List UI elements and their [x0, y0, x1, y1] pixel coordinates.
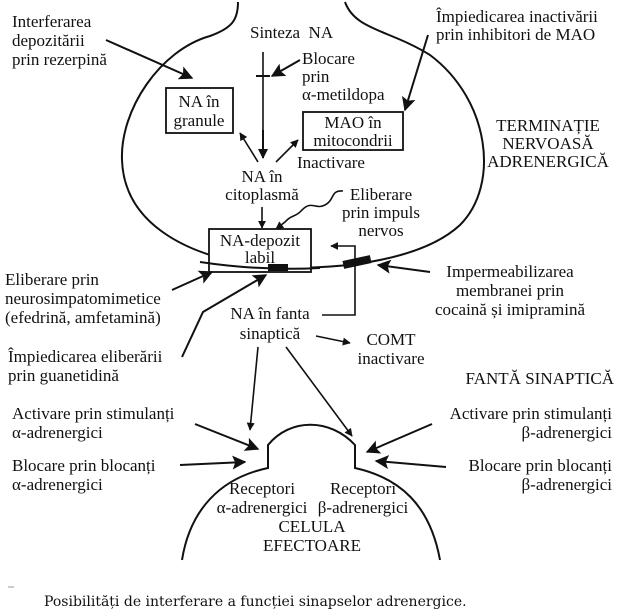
svg-text:neurosimpatomimetice: neurosimpatomimetice: [5, 289, 161, 308]
svg-text:TERMINAȚIE: TERMINAȚIE: [496, 116, 600, 135]
reserpine-arrow: [105, 39, 194, 80]
svg-text:Blocare: Blocare: [302, 49, 355, 68]
methyldopa-label: Blocare prin α-metildopa: [302, 49, 385, 104]
svg-text:citoplasmă: citoplasmă: [225, 185, 299, 204]
cleft-to-beta-arrow: [285, 346, 353, 437]
sympathomimetic-arrow: [171, 270, 214, 291]
reserpine-label: Interferarea depozitării prin rezerpină: [12, 12, 107, 69]
alpha-receptors-label: Receptori α-adrenergici: [217, 479, 308, 517]
cytoplasm-to-granules-arrow: [239, 132, 259, 163]
svg-text:NA în: NA în: [178, 92, 220, 111]
svg-text:MAO în: MAO în: [324, 113, 382, 132]
effector-cell-region-label: CELULA EFECTOARE: [263, 517, 361, 555]
mao-inhibitors-label: Împiedicarea inactivării prin inhibitori…: [436, 7, 598, 44]
svg-text:Activare prin stimulanți: Activare prin stimulanți: [450, 404, 613, 423]
svg-text:α-metildopa: α-metildopa: [302, 85, 385, 104]
reuptake-channel: [342, 255, 372, 269]
svg-text:Eliberare: Eliberare: [350, 185, 412, 204]
synaptic-cleft-region-label: FANTĂ SINAPTICĂ: [466, 369, 615, 388]
svg-text:prin: prin: [302, 67, 330, 86]
svg-text:NERVOASĂ: NERVOASĂ: [502, 134, 594, 153]
na-granules-label: NA în granule: [174, 92, 225, 130]
reuptake-path: [322, 242, 356, 316]
svg-text:Receptori: Receptori: [330, 479, 396, 498]
guanethidine-arrow: [181, 274, 268, 358]
svg-text:α-adrenergici: α-adrenergici: [12, 423, 103, 442]
svg-text:NA-depozit: NA-depozit: [220, 231, 301, 250]
svg-text:β-adrenergici: β-adrenergici: [318, 498, 409, 517]
cleft-to-comt-arrow: [315, 335, 351, 346]
svg-text:COMT: COMT: [366, 330, 416, 349]
mao-inhibitor-arrow: [402, 34, 429, 112]
svg-text:labil: labil: [245, 248, 275, 267]
svg-text:α-adrenergici: α-adrenergici: [12, 475, 103, 494]
comt-label: COMT inactivare: [357, 330, 424, 368]
svg-text:(efedrină, amfetamină): (efedrină, amfetamină): [5, 308, 161, 327]
svg-text:NA în fanta: NA în fanta: [230, 304, 310, 323]
beta-blocker-arrow: [374, 455, 447, 470]
alpha-blocker-arrow: [179, 455, 247, 470]
svg-text:Interferarea: Interferarea: [12, 12, 92, 31]
membrane-segment: [199, 261, 321, 270]
beta-stimulant-arrow: [365, 423, 433, 454]
na-granules-box: [165, 87, 234, 134]
mao-mitochondria-box: [302, 111, 404, 151]
svg-text:membranei prin: membranei prin: [456, 281, 565, 300]
svg-text:Blocare prin blocanți: Blocare prin blocanți: [12, 456, 156, 475]
nerve-terminal-region-label: TERMINAȚIE NERVOASĂ ADRENERGICĂ: [487, 116, 610, 171]
svg-text:inactivare: inactivare: [357, 349, 424, 368]
sympathomimetics-label: Eliberare prin neurosimpatomimetice (efe…: [5, 270, 161, 327]
cytoplasm-to-mao-arrow: [275, 139, 299, 163]
beta-receptors-label: Receptori β-adrenergici: [318, 479, 409, 517]
svg-text:prin inhibitori de MAO: prin inhibitori de MAO: [436, 25, 595, 44]
svg-text:sinaptică: sinaptică: [240, 324, 301, 343]
svg-text:depozitării: depozitării: [12, 31, 85, 50]
svg-text:ADRENERGICĂ: ADRENERGICĂ: [487, 152, 610, 171]
alpha-stimulants-label: Activare prin stimulanți α-adrenergici: [12, 404, 175, 442]
beta-stimulants-label: Activare prin stimulanți β-adrenergici: [450, 404, 613, 442]
cocaine-imipramine-arrow: [376, 259, 431, 274]
svg-text:β-adrenergici: β-adrenergici: [522, 423, 613, 442]
beta-blockers-label: Blocare prin blocanți β-adrenergici: [468, 456, 612, 494]
svg-text:granule: granule: [174, 111, 225, 130]
svg-text:Activare prin stimulanți: Activare prin stimulanți: [12, 404, 175, 423]
svg-text:β-adrenergici: β-adrenergici: [522, 475, 613, 494]
alpha-blockers-label: Blocare prin blocanți α-adrenergici: [12, 456, 156, 494]
svg-text:nervos: nervos: [358, 221, 403, 240]
svg-text:prin impuls: prin impuls: [342, 203, 420, 222]
synthesis-label: Sinteza NA: [250, 23, 334, 42]
release-channel: [268, 264, 288, 271]
na-synaptic-cleft-label: NA în fanta sinaptică: [230, 304, 310, 343]
guanethidine-label: Împiedicarea eliberării prin guanetidină: [8, 347, 163, 385]
alpha-stimulant-arrow: [194, 423, 260, 451]
cocaine-imipramine-label: Impermeabilizarea membranei prin cocaină…: [435, 262, 586, 319]
svg-text:CELULA: CELULA: [278, 517, 346, 536]
cleft-to-alpha-arrow: [246, 346, 259, 431]
svg-text:EFECTOARE: EFECTOARE: [263, 536, 361, 555]
svg-text:α-adrenergici: α-adrenergici: [217, 498, 308, 517]
nerve-impulse-wave: [275, 190, 344, 230]
svg-text:Receptori: Receptori: [229, 479, 295, 498]
svg-text:Eliberare prin: Eliberare prin: [5, 270, 99, 289]
methyldopa-arrow: [270, 59, 301, 77]
svg-text:Blocare prin blocanți: Blocare prin blocanți: [468, 456, 612, 475]
effector-cell-membrane: [181, 423, 441, 561]
svg-text:prin guanetidină: prin guanetidină: [8, 366, 119, 385]
na-labile-store-label: NA-depozit labil: [220, 231, 301, 267]
svg-text:Împiedicarea inactivării: Împiedicarea inactivării: [436, 7, 598, 26]
nerve-impulse-release-label: Eliberare prin impuls nervos: [342, 185, 420, 240]
mao-mitochondria-label: MAO în mitocondrii: [313, 113, 393, 150]
svg-text:mitocondrii: mitocondrii: [313, 131, 393, 150]
svg-text:cocaină și imipramină: cocaină și imipramină: [435, 300, 586, 319]
svg-text:prin rezerpină: prin rezerpină: [12, 50, 107, 69]
svg-text:Împiedicarea eliberării: Împiedicarea eliberării: [8, 347, 163, 366]
figure-caption: Posibilități de interferare a funcției s…: [44, 594, 467, 610]
svg-text:NA în: NA în: [241, 167, 283, 186]
na-cytoplasm-label: NA în citoplasmă: [225, 167, 299, 204]
inactivation-label: Inactivare: [297, 153, 365, 172]
svg-text:Impermeabilizarea: Impermeabilizarea: [446, 262, 574, 281]
